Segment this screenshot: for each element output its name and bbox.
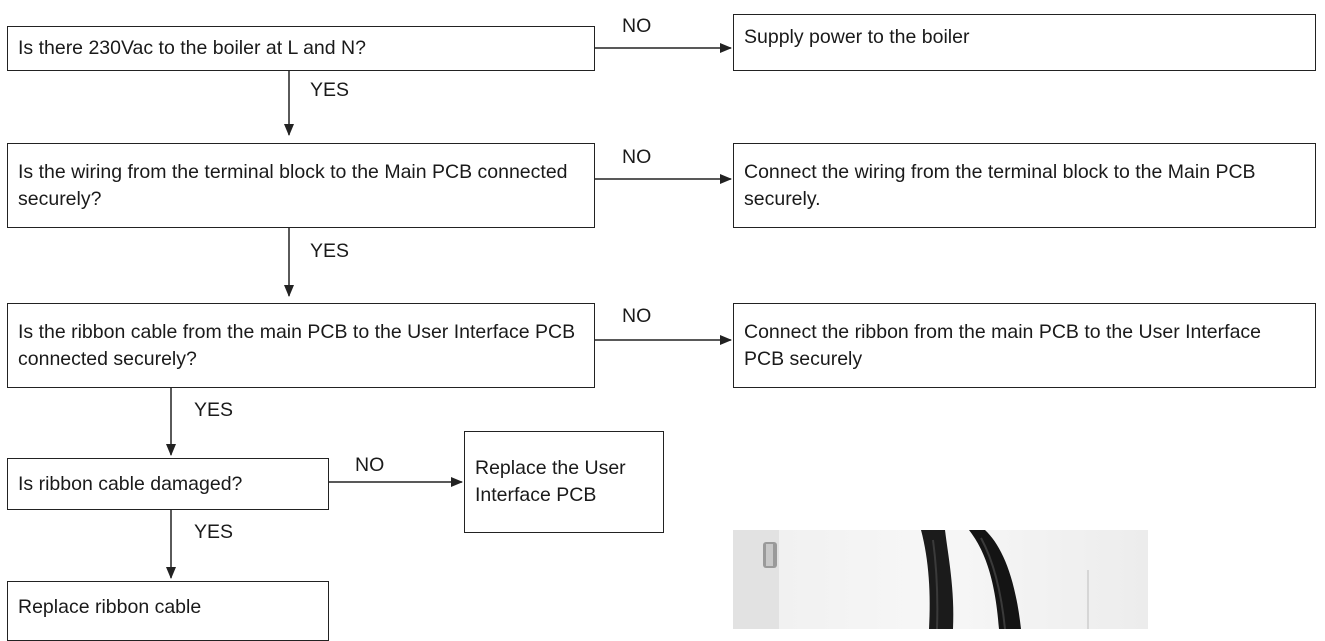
label-yes: YES (194, 399, 234, 421)
cable-photo (733, 530, 1148, 629)
action-text: Connect the ribbon from the main PCB to … (744, 320, 1262, 370)
action-box-replace-ui-pcb: Replace the User Interface PCB (464, 431, 664, 533)
decision-text: Is ribbon cable damaged? (18, 472, 243, 495)
decision-text: Is the wiring from the terminal block to… (18, 160, 568, 210)
label-no: NO (355, 454, 385, 476)
action-box-supply-power: Supply power to the boiler (733, 14, 1316, 71)
label-no: NO (622, 15, 652, 37)
decision-box-wiring: Is the wiring from the terminal block to… (7, 143, 595, 228)
action-text: Supply power to the boiler (744, 26, 970, 48)
label-yes: YES (310, 240, 350, 262)
label-no: NO (622, 305, 652, 327)
label-yes: YES (310, 79, 350, 101)
label-no: NO (622, 146, 652, 168)
decision-text: Is there 230Vac to the boiler at L and N… (18, 37, 366, 59)
decision-text: Is the ribbon cable from the main PCB to… (18, 320, 576, 370)
decision-box-ribbon-damaged: Is ribbon cable damaged? (7, 458, 329, 510)
action-box-connect-wiring: Connect the wiring from the terminal blo… (733, 143, 1316, 228)
action-text: Replace ribbon cable (18, 596, 202, 618)
decision-box-230vac: Is there 230Vac to the boiler at L and N… (7, 26, 595, 71)
action-text: Replace the User Interface PCB (475, 457, 626, 506)
action-text: Connect the wiring from the terminal blo… (744, 160, 1256, 210)
action-box-connect-ribbon: Connect the ribbon from the main PCB to … (733, 303, 1316, 388)
decision-box-ribbon-connected: Is the ribbon cable from the main PCB to… (7, 303, 595, 388)
label-yes: YES (194, 521, 234, 543)
action-box-replace-ribbon: Replace ribbon cable (7, 581, 329, 641)
